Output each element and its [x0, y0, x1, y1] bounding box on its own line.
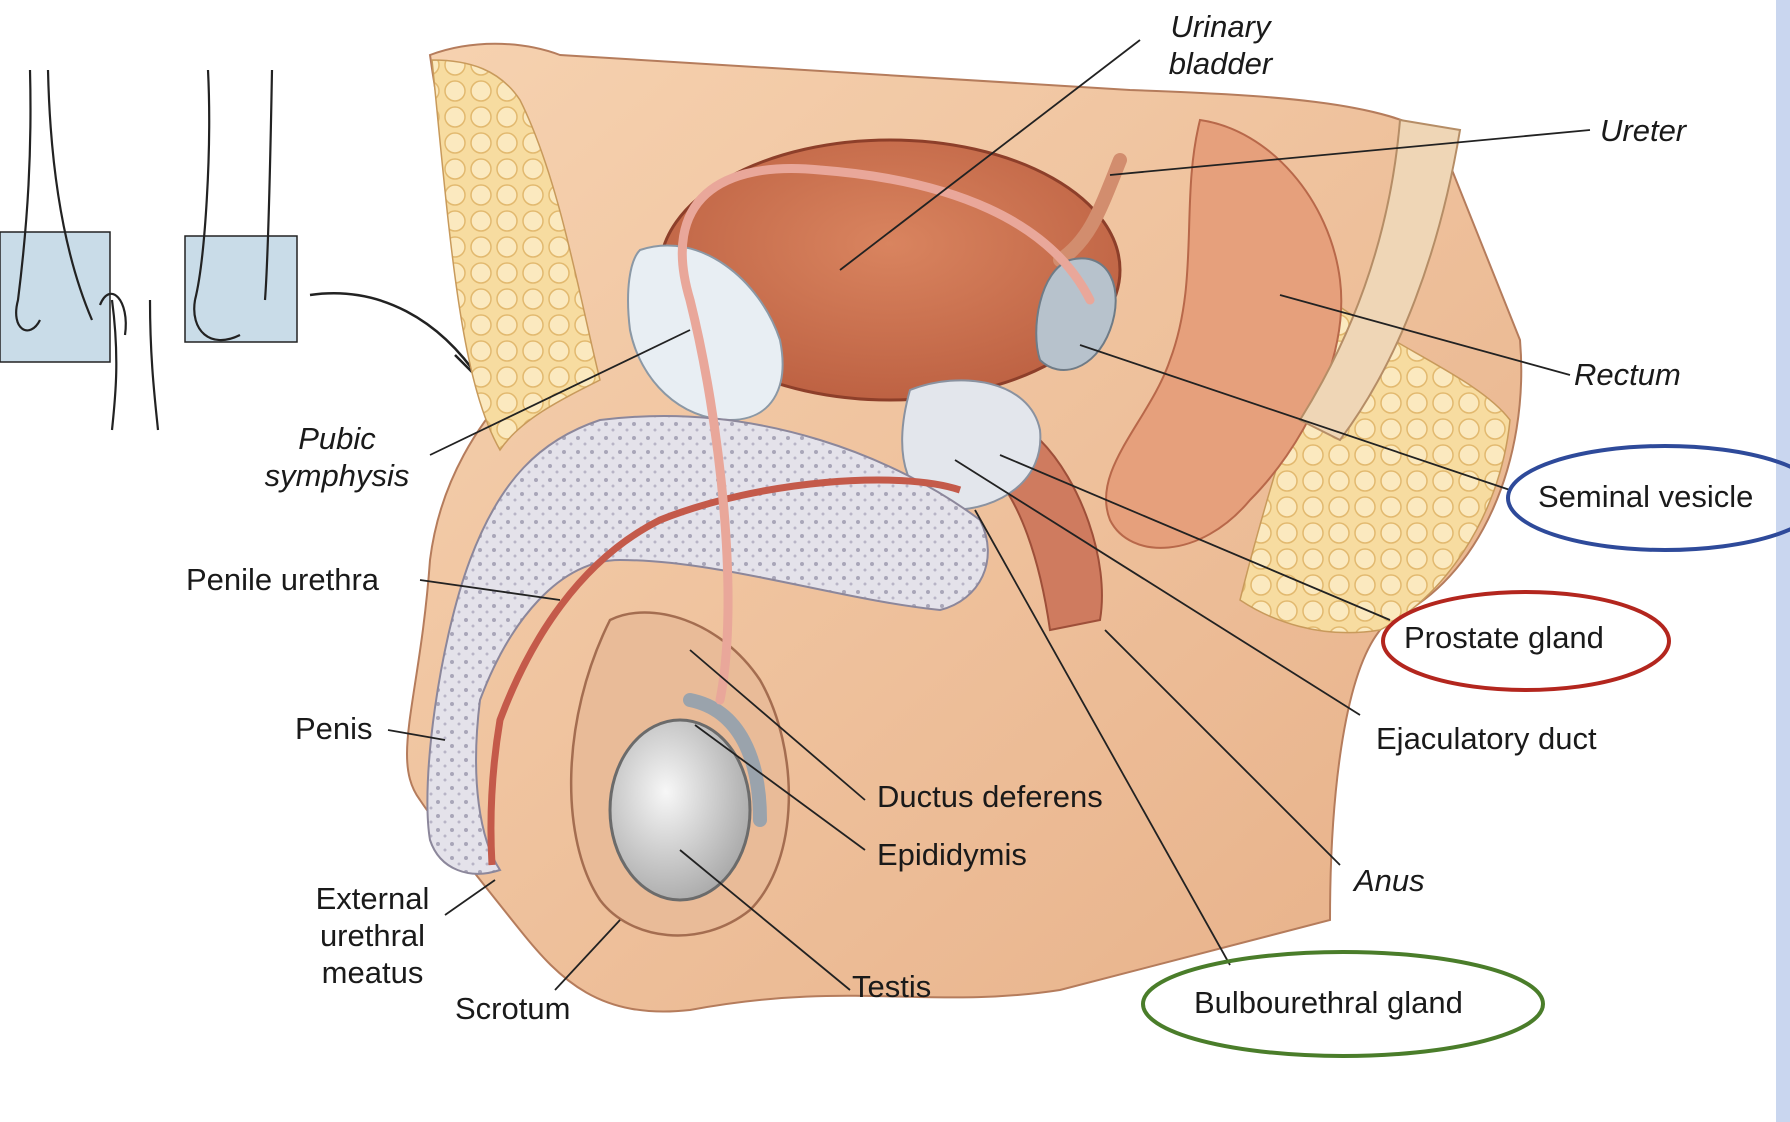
label-urinary-bladder: Urinary bladder	[1148, 8, 1293, 82]
label-epididymis: Epididymis	[877, 837, 1027, 872]
leader-pubic-symphysis	[429, 329, 691, 456]
leader-ductus-deferens	[689, 649, 866, 801]
highlight-rings	[1141, 444, 1790, 1058]
epididymis-shape	[683, 693, 767, 827]
label-bulbourethral-gland: Bulbourethral gland	[1194, 985, 1463, 1020]
label-penile-urethra: Penile urethra	[186, 562, 380, 597]
section-plane-left	[0, 231, 111, 363]
label-penis: Penis	[295, 711, 373, 746]
leader-prostate-gland	[999, 454, 1391, 621]
leg-left-outline	[15, 69, 94, 332]
side-bar	[1776, 0, 1790, 1122]
leader-ejaculatory-duct	[954, 459, 1361, 716]
leader-epididymis	[694, 724, 866, 851]
rectum	[1104, 118, 1343, 549]
label-pubic-symphysis-line-1: Pubic	[298, 421, 376, 456]
label-urinary-bladder-line-1: Urinary	[1170, 9, 1271, 44]
leg-middle-outline	[110, 299, 160, 431]
leader-penis	[387, 729, 446, 741]
label-seminal-vesicle: Seminal vesicle	[1538, 479, 1754, 514]
leader-external-urethral-meatus	[444, 879, 496, 916]
urethra-shape	[487, 476, 962, 866]
label-pubic-symphysis: Pubic symphysis	[252, 420, 422, 494]
leg-right-outline	[193, 69, 274, 342]
leader-testis	[679, 849, 851, 991]
highlight-seminal-vesicle	[1506, 444, 1790, 552]
label-external-urethral-meatus-line-3: meatus	[321, 955, 424, 991]
section-plane-right	[184, 235, 298, 343]
leader-penile-urethra	[419, 579, 561, 601]
leader-urinary-bladder	[839, 39, 1141, 271]
ureter-shape	[1053, 153, 1127, 267]
label-ductus-deferens: Ductus deferens	[877, 779, 1103, 814]
label-pubic-symphysis-line-2: symphysis	[264, 458, 410, 494]
pubic-symphysis-shape	[627, 244, 784, 422]
leader-scrotum	[554, 919, 621, 991]
label-anus: Anus	[1354, 863, 1425, 898]
leader-anus	[1104, 629, 1341, 866]
leader-rectum	[1279, 294, 1571, 376]
label-ureter: Ureter	[1600, 113, 1687, 148]
label-ejaculatory-duct: Ejaculatory duct	[1376, 721, 1597, 756]
testis-shape	[608, 718, 752, 902]
sacrum	[1298, 118, 1462, 442]
label-external-urethral-meatus: External urethral meatus	[290, 880, 455, 992]
abdominal-fat-layer	[431, 59, 601, 452]
label-rectum: Rectum	[1574, 357, 1681, 392]
label-urinary-bladder-line-2: bladder	[1168, 46, 1273, 82]
body-section	[406, 42, 1523, 1013]
highlight-prostate-gland	[1381, 590, 1671, 692]
label-scrotum: Scrotum	[455, 991, 571, 1026]
ductus-deferens-shape	[677, 164, 1095, 705]
highlight-bulbourethral-gland	[1141, 950, 1545, 1058]
leader-seminal-vesicle	[1079, 344, 1511, 491]
foot-outline	[98, 292, 127, 336]
posture-sketch	[0, 69, 492, 431]
leader-lines	[387, 39, 1591, 991]
leader-bulbourethral-gland	[974, 509, 1231, 966]
leader-ureter	[1109, 129, 1591, 176]
label-testis: Testis	[852, 969, 932, 1004]
label-external-urethral-meatus-line-2: urethral	[319, 918, 426, 954]
seminal-vesicle-shape	[1035, 257, 1117, 371]
label-prostate-gland: Prostate gland	[1404, 620, 1604, 655]
label-external-urethral-meatus-line-1: External	[315, 881, 430, 916]
